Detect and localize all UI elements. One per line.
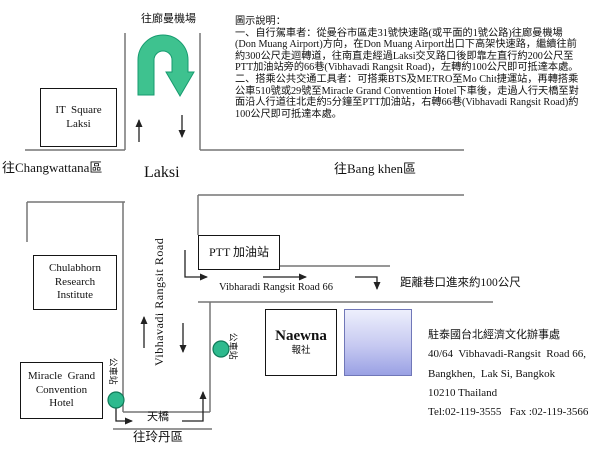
building-name-line: Institute	[56, 289, 94, 302]
naewna-building: Naewna 報社	[265, 309, 337, 376]
building-subtitle-line: 報社	[291, 345, 311, 356]
ptt-gas-station: PTT 加油站	[198, 235, 280, 270]
vibhavadi-road-label: Vibhavadi Rangsit Road	[152, 237, 167, 367]
building-name-line: Convention	[35, 383, 88, 396]
building-name-line: Laksi	[66, 117, 91, 130]
turn-down-arrow-icon	[355, 276, 381, 290]
bus-stop-marker	[107, 391, 125, 409]
to-airport-label: 往廊曼機場	[141, 13, 196, 25]
legend-line: 二、搭乘公共交通工具者：可搭乘BTS及METRO至Mo Chit捷運站，再轉搭乘	[235, 73, 579, 85]
building-name-line: Research	[54, 275, 96, 288]
u-turn-arrow-icon	[137, 34, 195, 97]
address-block: 駐泰國台北經濟文化辦事處 40/64 Vibhavadi-Rangsit Roa…	[428, 326, 588, 422]
destination-building	[344, 309, 412, 376]
legend-line: 公車510號或29號至Miracle Grand Convention Hote…	[235, 85, 579, 97]
legend-line: 面沿人行道往北走約5分鐘至PTT加油站，右轉66巷(Vibhavadi Rang…	[235, 97, 579, 109]
laksi-junction-label: Laksi	[144, 164, 180, 181]
legend-line: 一、自行駕車者：從曼谷市區走31號快速路(或平面的1號公路)往廊曼機場	[235, 27, 563, 39]
building-name-line: IT Square	[55, 103, 102, 116]
turn-right-arrow-icon	[184, 250, 208, 281]
address-line: Bangkhen, Lak Si, Bangkok	[428, 367, 556, 380]
road-edges	[25, 33, 493, 430]
miracle-hotel-building: Miracle Grand Convention Hotel	[20, 362, 103, 419]
legend-line: 約300公尺走迴轉道，往南直走經過Laksi交叉路口後即靠左直行約200公尺至	[235, 50, 574, 62]
to-changwattana-label: 往Changwattana區	[2, 160, 103, 175]
building-name-line: Miracle Grand	[27, 369, 96, 382]
building-name-line: Hotel	[49, 397, 74, 410]
legend-text-block: 圖示說明： 一、自行駕車者：從曼谷市區走31號快速路(或平面的1號公路)往廊曼機…	[235, 16, 600, 120]
legend-title: 圖示說明：	[235, 16, 286, 27]
bus-stop-marker	[212, 340, 230, 358]
building-name-line: PTT 加油站	[208, 245, 270, 259]
to-south-district-label: 往玲丹區	[133, 430, 184, 444]
turn-right-arrow-icon	[115, 406, 133, 425]
it-square-building: IT Square Laksi	[40, 88, 117, 147]
bus-stop-label-right: 公車站	[228, 332, 239, 360]
to-bangkhen-label: 往Bang khen區	[334, 161, 416, 176]
footbridge-label: 天橋	[147, 411, 169, 423]
legend-line: 100公尺即可抵達本處。	[235, 108, 342, 120]
phone-fax-line: Tel:02-119-3555 Fax :02-119-3566	[428, 406, 589, 419]
address-line: 10210 Thailand	[428, 386, 498, 399]
direction-arrows	[115, 115, 381, 425]
road66-label: Vibharadi Rangsit Road 66	[219, 282, 333, 293]
turn-up-arrow-icon	[182, 391, 207, 422]
distance-note-label: 距離巷口進來約100公尺	[400, 277, 521, 289]
chulabhorn-building: Chulabhorn Research Institute	[33, 255, 117, 310]
building-name-line: Chulabhorn	[49, 261, 101, 274]
address-line: 40/64 Vibhavadi-Rangsit Road 66,	[428, 348, 587, 361]
bus-stop-label-left: 公車站	[108, 357, 119, 385]
legend-line: PTT加油站旁的66巷(Vibhavadi Rangsit Road)，左轉約1…	[235, 62, 579, 74]
legend-line: (Don Muang Airport)方向，在Don Muang Airport…	[235, 39, 577, 51]
office-name: 駐泰國台北經濟文化辦事處	[428, 329, 560, 341]
building-name-line: Naewna	[275, 328, 327, 345]
